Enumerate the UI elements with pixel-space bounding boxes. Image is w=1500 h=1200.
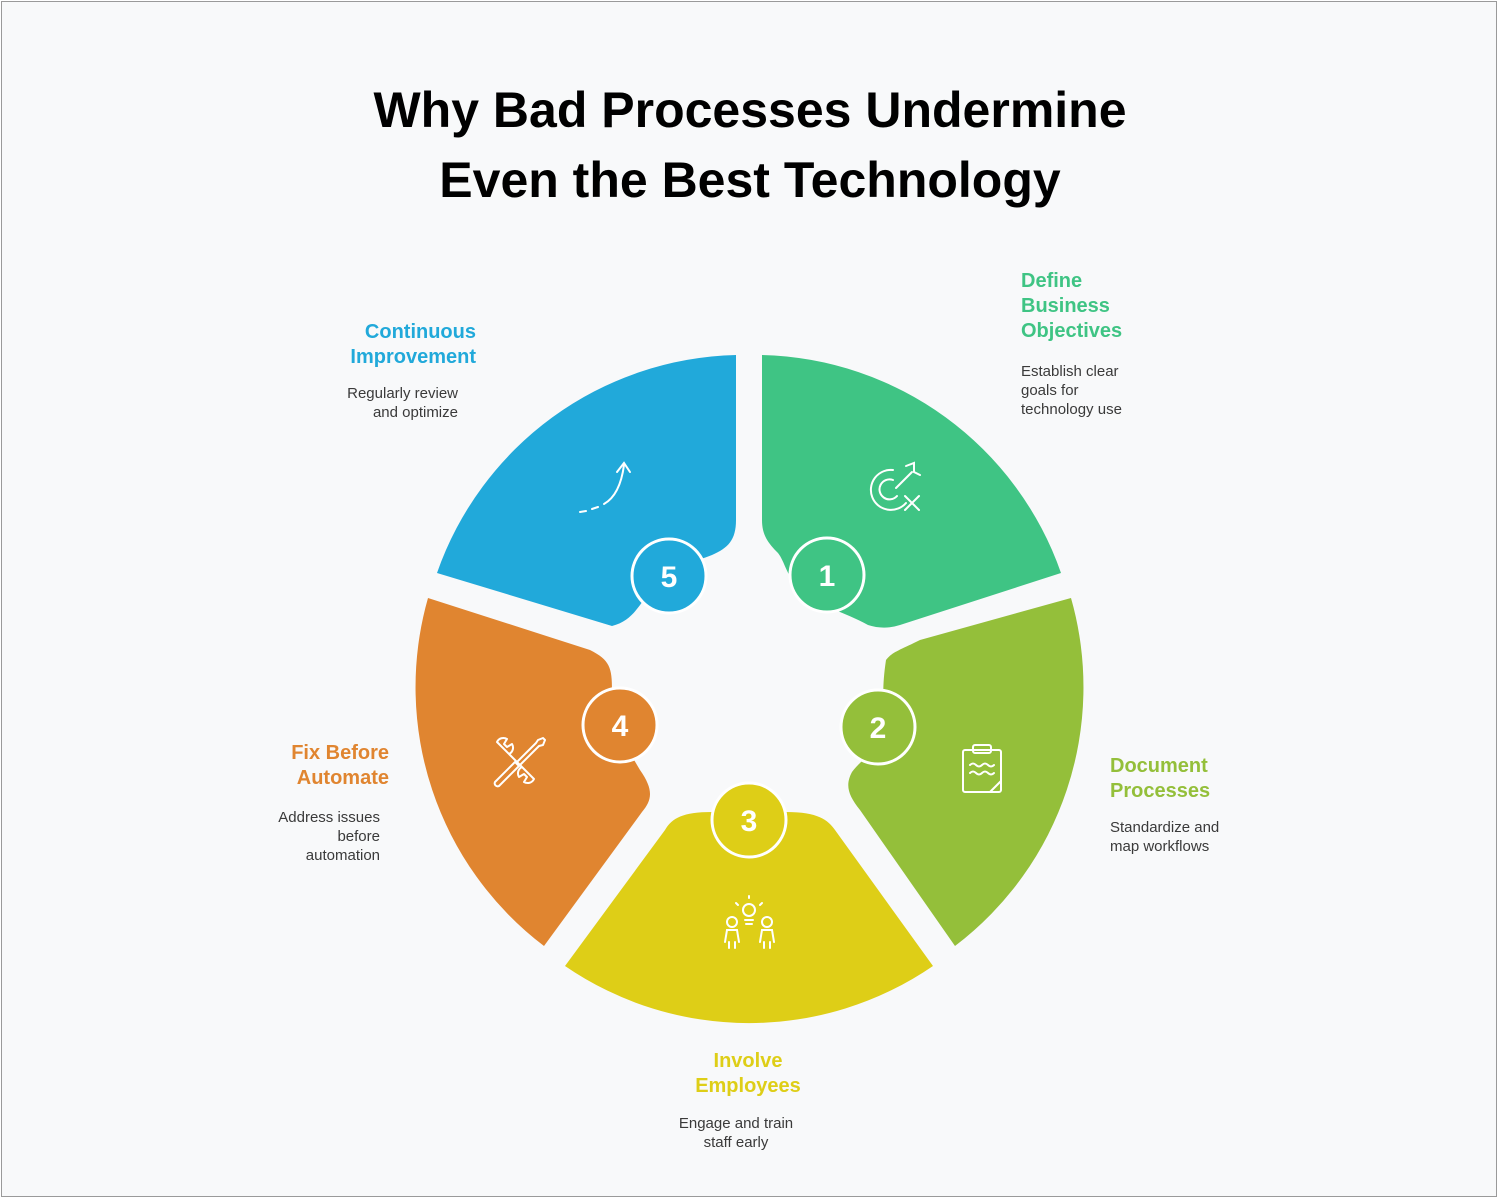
step-1-title: Define Business Objectives	[1021, 270, 1123, 342]
step-5-number: 5	[661, 561, 678, 594]
step-3-circle	[710, 781, 788, 859]
clipboard-icon	[962, 744, 1002, 793]
step-4-number: 4	[612, 710, 629, 743]
step-5-circle	[630, 537, 708, 615]
step-4-title: Fix Before Automate	[291, 742, 389, 789]
step-5-description: Regularly review and optimize	[347, 385, 458, 421]
step-5-title: Continuous Improvement	[350, 321, 476, 368]
segment-3	[565, 812, 933, 1024]
target-icon	[869, 461, 921, 511]
step-2-title: Document Processes	[1110, 755, 1211, 802]
tools-icon	[493, 736, 546, 788]
segment-4	[415, 598, 650, 946]
people-idea-icon	[724, 895, 775, 949]
step-4-description: Address issues before automation	[278, 809, 380, 864]
title-line-2: Even the Best Technology	[439, 152, 1061, 208]
step-1-number: 1	[819, 560, 836, 593]
step-3-title: Involve Employees	[695, 1050, 801, 1097]
step-2-number: 2	[870, 712, 887, 745]
step-1-description: Establish clear goals for technology use	[1021, 363, 1122, 418]
arrow-up-icon	[579, 461, 631, 513]
step-3-number: 3	[741, 805, 758, 838]
step-2-description: Standardize and map workflows	[1110, 819, 1220, 855]
segment-2	[848, 598, 1084, 946]
title-line-1: Why Bad Processes Undermine	[373, 82, 1127, 138]
step-3-description: Engage and train staff early	[678, 1115, 794, 1151]
step-2-circle	[839, 688, 917, 766]
step-4-circle	[581, 686, 659, 764]
step-1-circle	[788, 536, 866, 614]
